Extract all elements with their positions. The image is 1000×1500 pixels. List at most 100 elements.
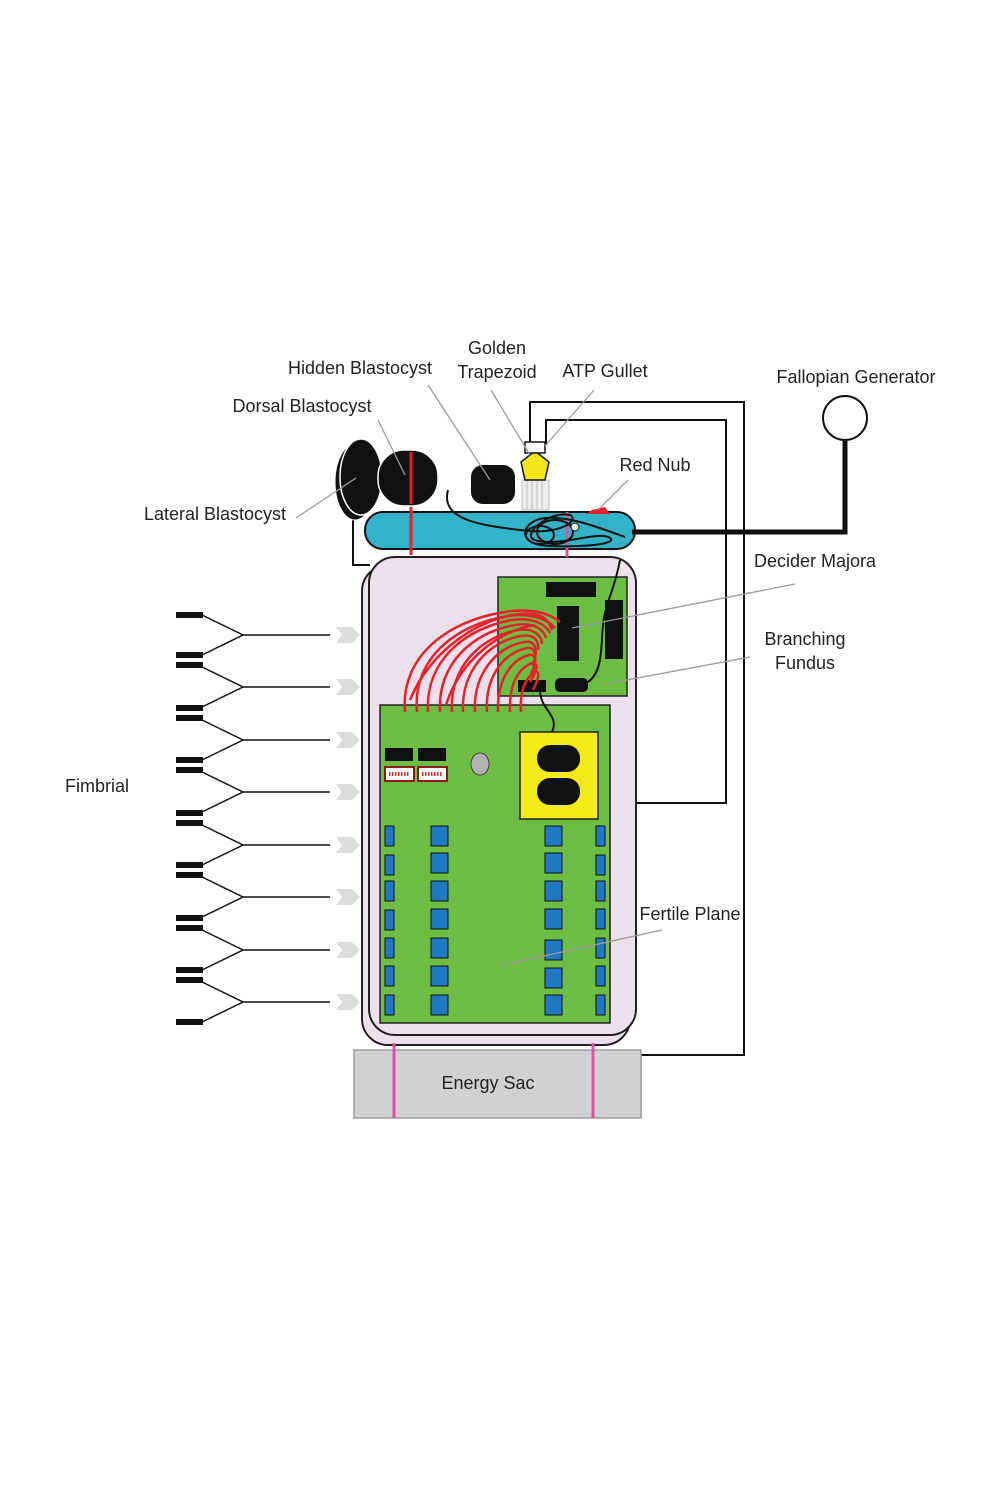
blue-chip	[384, 825, 395, 847]
blue-chip	[384, 965, 395, 987]
label-hidden-blastocyst: Hidden Blastocyst	[288, 358, 432, 378]
red-wire	[444, 623, 536, 706]
leader-line-golden-trapezoid	[490, 389, 531, 456]
chip-column-2	[430, 825, 449, 1016]
fertile-plane-board	[379, 704, 611, 1024]
gray-button	[470, 752, 490, 776]
blue-chip	[595, 880, 606, 902]
fimbrial-arm	[199, 613, 360, 657]
gray-tip	[336, 942, 360, 958]
red-wire	[496, 653, 537, 713]
black-link-wire	[539, 689, 555, 733]
blue-chip	[384, 937, 395, 959]
gray-tip	[336, 732, 360, 748]
fimbrial-arm	[199, 718, 360, 762]
black-chip	[557, 606, 579, 661]
leader-line-decider-majora	[571, 583, 796, 629]
coiled-wire	[445, 489, 626, 548]
blue-chip	[430, 880, 449, 902]
blue-chip	[595, 854, 606, 876]
fimbrial-bar	[176, 915, 203, 921]
gray-tip	[336, 784, 360, 800]
black-chip	[385, 748, 413, 761]
label-golden-trapezoid-line1: Golden	[468, 338, 526, 358]
red-wire	[438, 623, 548, 713]
atp-gullet-assembly	[520, 441, 550, 511]
blue-chip	[595, 994, 606, 1016]
coil-loop	[536, 519, 574, 545]
gray-tip	[336, 994, 360, 1010]
fimbrial-arm	[199, 770, 360, 814]
top-tube	[364, 450, 636, 557]
label-decider-majora: Decider Majora	[754, 551, 877, 571]
label-energy-sac: Energy Sac	[441, 1073, 534, 1093]
fork-line	[199, 928, 245, 972]
leader-line-atp-gullet	[544, 389, 595, 447]
chip-column-1	[384, 825, 395, 1016]
black-link-wire	[587, 559, 621, 683]
red-nub	[586, 507, 610, 514]
blue-chip	[544, 825, 563, 847]
red-wire	[461, 634, 540, 713]
label-fallopian-generator: Fallopian Generator	[776, 367, 935, 387]
fimbrial-bar	[176, 662, 203, 668]
inner-wire-loop	[545, 419, 727, 804]
lateral-blastocyst-wire	[352, 515, 370, 566]
fimbrial-bar	[176, 977, 203, 983]
label-golden-trapezoid-line2: Trapezoid	[457, 362, 536, 382]
label-fertile-plane: Fertile Plane	[639, 904, 740, 924]
generator-cable	[632, 440, 848, 535]
leader-line-hidden-blastocyst	[427, 384, 491, 481]
blue-chip	[430, 852, 449, 874]
fimbrial-arm	[199, 823, 360, 867]
blue-chip	[430, 825, 449, 847]
energy-sac	[353, 1043, 642, 1119]
blue-chip	[595, 825, 606, 847]
fork-line	[199, 823, 245, 867]
fimbrial-bar	[176, 925, 203, 931]
fimbrial-arms	[176, 612, 360, 1025]
blue-chip	[595, 908, 606, 930]
coil-loop	[525, 525, 555, 545]
white-dot	[570, 522, 580, 532]
tube-body	[364, 511, 636, 550]
fimbrial-bar	[176, 967, 203, 973]
leader-line-fertile-plane	[502, 929, 663, 966]
blue-chip	[430, 908, 449, 930]
fimbrial-bar	[176, 862, 203, 868]
fimbrial-arm	[199, 928, 360, 972]
yellow-block-capsule	[537, 778, 580, 805]
red-wire	[408, 612, 554, 701]
blue-chip	[430, 965, 449, 987]
decider-majora-board	[497, 576, 628, 697]
label-atp-gullet: ATP Gullet	[562, 361, 647, 381]
blastocysts	[334, 438, 515, 521]
blue-chip	[544, 939, 563, 961]
leader-line-dorsal-blastocyst	[377, 419, 406, 476]
leader-line-branching-fundus	[604, 656, 751, 685]
fork-line	[199, 718, 245, 762]
label-branching-fundus-line2: Fundus	[775, 653, 835, 673]
black-chip	[555, 678, 588, 692]
ribbed-neck	[521, 479, 550, 511]
label-branching-fundus-line1: Branching	[764, 629, 845, 649]
outer-wiring	[352, 401, 745, 1056]
leader-line-lateral-blastocyst	[295, 477, 357, 519]
fimbrial-bar	[176, 1019, 203, 1025]
fimbrial-bar	[176, 767, 203, 773]
black-chip	[546, 582, 596, 597]
fimbrial-bar	[176, 705, 203, 711]
leader-line-red-nub	[597, 479, 629, 511]
fimbrial-arm	[199, 665, 360, 709]
fork-line	[199, 665, 245, 709]
red-wire-bundle	[403, 609, 561, 713]
outer-wire-loop	[529, 401, 745, 1056]
fimbrial-bar	[176, 872, 203, 878]
fork-line	[199, 875, 245, 919]
blue-chip	[544, 908, 563, 930]
fork-line	[199, 613, 245, 657]
fimbrial-bar	[176, 757, 203, 763]
fork-line	[199, 980, 245, 1024]
fimbrial-bar	[176, 612, 203, 618]
